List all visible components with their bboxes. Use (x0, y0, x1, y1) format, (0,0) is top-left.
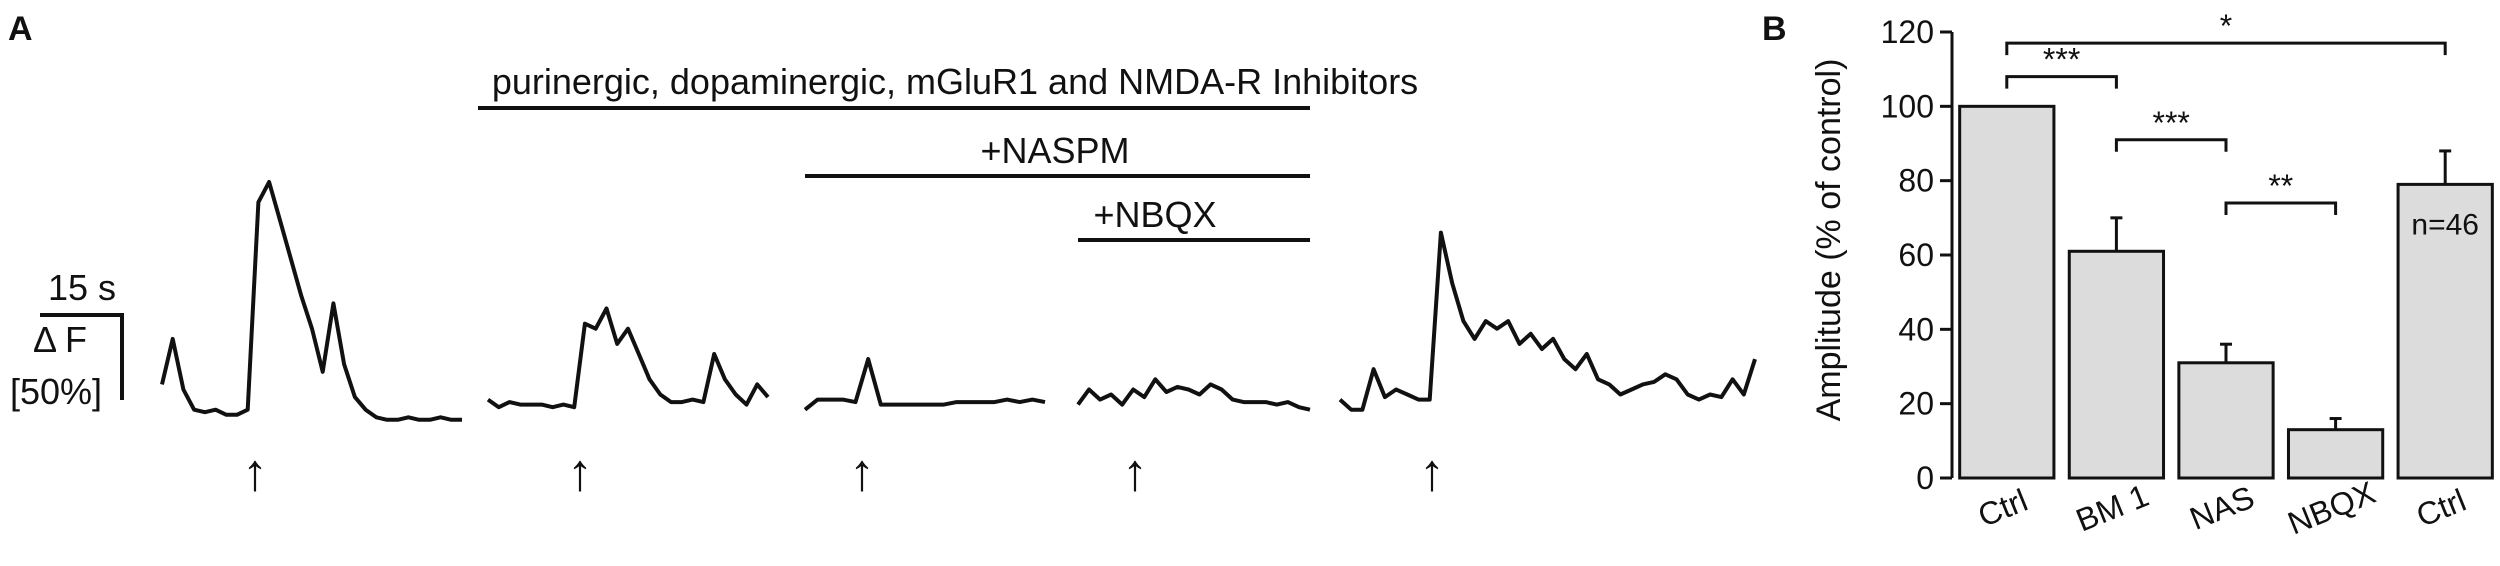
x-tick-label: Ctrl (2411, 482, 2471, 534)
x-tick-label: Ctrl (1973, 482, 2033, 534)
naspm-bar-label: +NASPM (980, 130, 1129, 171)
scale-bar-amp-unit: [50%] (10, 371, 102, 412)
bar (2286, 428, 2385, 480)
stimulus-arrow: ↑ (1419, 444, 1445, 502)
stimulus-arrow: ↑ (1122, 444, 1148, 502)
calcium-trace (160, 180, 462, 422)
y-tick-label: 80 (1898, 163, 1934, 199)
significance-bracket (2005, 41, 2447, 56)
significance-label: *** (2153, 105, 2190, 141)
x-tick-label: BM 1 (2071, 477, 2154, 538)
bar (2067, 249, 2166, 480)
significance-bracket (2224, 201, 2338, 215)
bar (2177, 361, 2275, 480)
calcium-trace (486, 306, 770, 410)
nbqx-bar-label: +NBQX (1093, 194, 1216, 235)
scale-bar-amp-label: Δ F (33, 319, 87, 360)
scale-bar (40, 313, 124, 400)
bar (1958, 104, 2056, 480)
y-axis-label: Amplitude (% of control) (1810, 59, 1848, 422)
significance-label: *** (2043, 42, 2080, 78)
x-tick-label: NBQX (2283, 474, 2381, 541)
calcium-trace (1338, 230, 1757, 412)
calcium-trace (803, 357, 1046, 412)
y-tick-label: 20 (1898, 386, 1934, 422)
stimulus-arrow: ↑ (242, 444, 268, 502)
stimulus-arrow: ↑ (567, 444, 593, 502)
sample-size-annotation: n=46 (2411, 208, 2479, 241)
y-tick-label: 40 (1898, 311, 1934, 347)
y-tick-label: 60 (1898, 237, 1934, 273)
significance-label: ** (2268, 168, 2293, 204)
stimulus-arrow: ↑ (849, 444, 875, 502)
inhibitor-bar-label: purinergic, dopaminergic, mGluR1 and NMD… (492, 61, 1418, 102)
panel-b-label: B (1762, 10, 1787, 48)
y-tick-label: 100 (1881, 88, 1934, 124)
y-tick-label: 0 (1916, 460, 1934, 496)
scale-bar-time-label: 15 s (48, 267, 116, 308)
panel-a-traces: ↑ ↑ ↑ ↑ ↑ (160, 106, 1757, 502)
significance-bracket (2114, 138, 2228, 152)
significance-label: * (2220, 8, 2232, 44)
y-tick-label: 120 (1881, 14, 1934, 50)
significance-bracket (2005, 75, 2118, 89)
calcium-trace (1076, 377, 1311, 412)
panel-a-label: A (8, 10, 33, 48)
x-tick-label: NAS (2185, 479, 2259, 537)
